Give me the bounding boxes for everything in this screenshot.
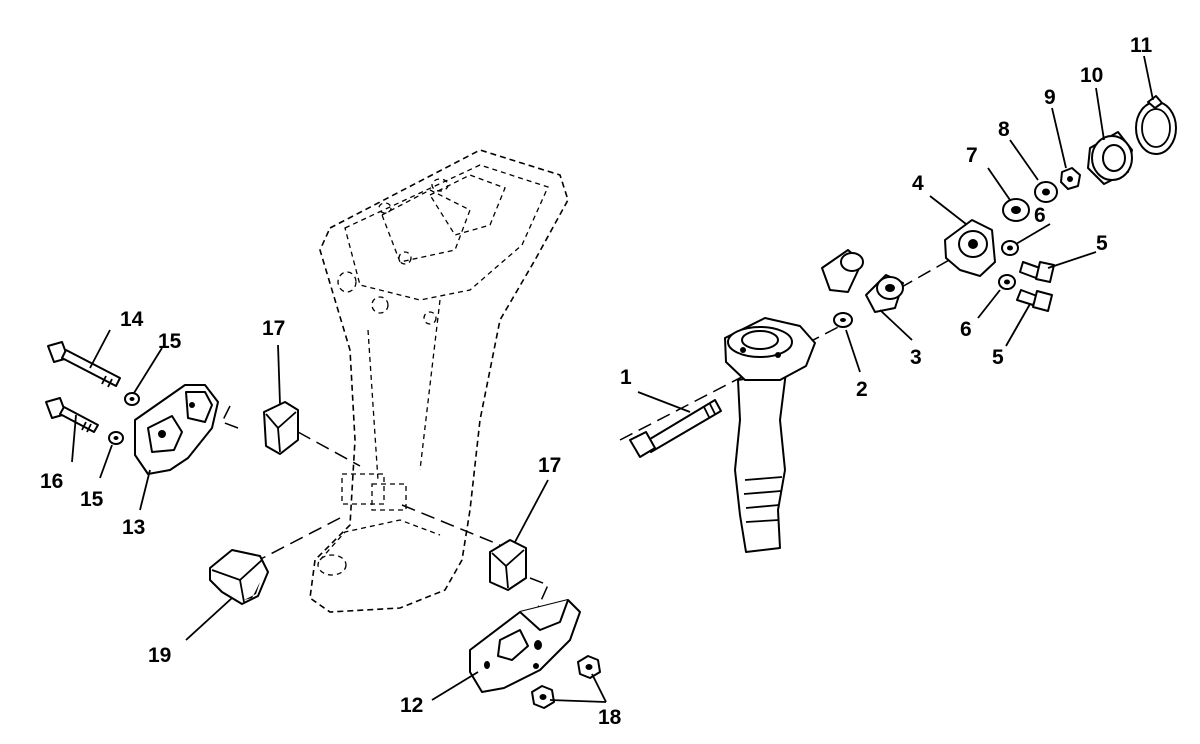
callout-labels: 1 2 3 4 5 5 6 6 7 8 9 10 11 12 13 14 15 … xyxy=(40,34,1153,729)
part-6-washer-upper xyxy=(1001,240,1019,256)
callout-7: 7 xyxy=(966,144,978,167)
part-17-rubber-mount-upper xyxy=(263,401,299,455)
callout-4: 4 xyxy=(912,172,924,195)
part-18-nut-left xyxy=(531,685,555,709)
part-14-bolt xyxy=(47,341,121,388)
part-5-bolt-lower xyxy=(1016,289,1053,312)
callout-14: 14 xyxy=(120,308,144,331)
callout-15-upper: 15 xyxy=(158,330,182,353)
callout-13: 13 xyxy=(122,516,145,539)
part-9-nut xyxy=(1060,167,1081,190)
part-5-bolt-upper xyxy=(1019,261,1055,283)
callout-6-lower: 6 xyxy=(960,318,972,341)
callout-18: 18 xyxy=(598,706,622,729)
part-8-washer xyxy=(1034,181,1058,203)
part-17-rubber-mount-lower xyxy=(489,539,527,591)
callout-5-lower: 5 xyxy=(992,346,1004,369)
part-12-lower-bracket xyxy=(469,599,581,693)
callout-2: 2 xyxy=(856,378,868,401)
part-2-washer xyxy=(833,312,853,328)
callout-10: 10 xyxy=(1080,64,1103,87)
part-1-bolt xyxy=(629,399,722,458)
callout-3: 3 xyxy=(910,346,922,369)
part-18-nut-right xyxy=(577,655,601,679)
part-16-bolt xyxy=(45,397,99,433)
part-19-rubber-mount xyxy=(209,549,269,605)
callout-5-upper: 5 xyxy=(1096,232,1108,255)
callout-9: 9 xyxy=(1044,86,1056,109)
callout-15-lower: 15 xyxy=(80,488,104,511)
callout-1: 1 xyxy=(620,366,632,389)
part-6-washer-lower xyxy=(998,274,1016,290)
part-7-washer xyxy=(1002,198,1030,222)
swivel-shaft xyxy=(724,317,816,553)
callout-8: 8 xyxy=(998,118,1010,141)
part-10-bushing xyxy=(1087,131,1133,185)
callout-17-upper: 17 xyxy=(262,317,285,340)
driveshaft-housing xyxy=(309,149,569,613)
part-4-bracket xyxy=(944,219,996,277)
callout-19: 19 xyxy=(148,644,171,667)
part-13-mount-bracket xyxy=(134,384,219,475)
callout-12: 12 xyxy=(400,694,423,717)
part-11-snap-ring xyxy=(1135,95,1177,155)
callout-6-upper: 6 xyxy=(1034,204,1046,227)
callout-11: 11 xyxy=(1130,34,1153,57)
part-15-washer-upper xyxy=(124,392,140,406)
part-3-bushing xyxy=(821,249,904,313)
leader-lines xyxy=(71,55,1154,703)
callout-16: 16 xyxy=(40,470,63,493)
callout-17-lower: 17 xyxy=(538,454,561,477)
part-15-washer-lower xyxy=(108,431,124,445)
